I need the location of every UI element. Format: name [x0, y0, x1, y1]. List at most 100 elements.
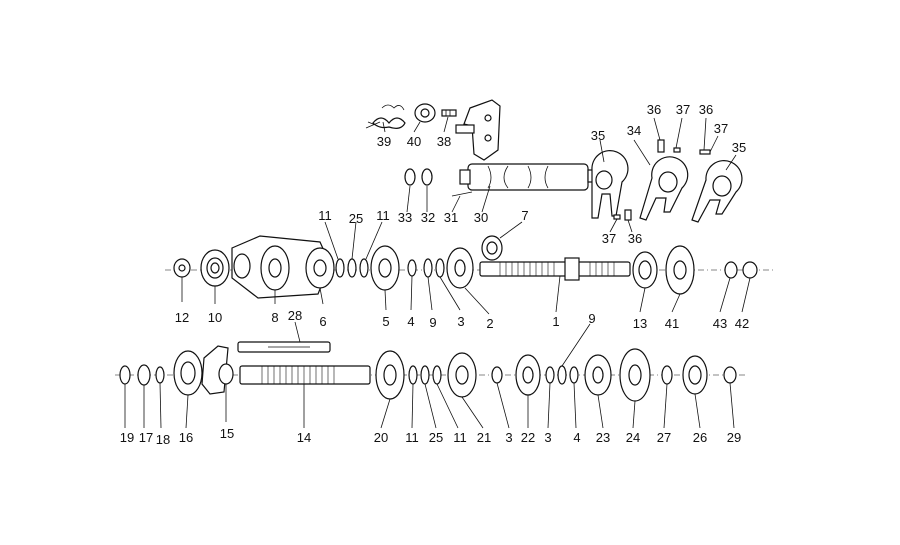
selector-fork-3	[691, 160, 743, 223]
selector-bracket	[455, 99, 501, 161]
gear-23	[584, 354, 612, 396]
shaft-28	[237, 341, 331, 353]
callout-39: 39	[377, 134, 391, 149]
callout-7: 7	[521, 208, 528, 223]
nut-12	[173, 258, 191, 278]
washer-3c	[545, 366, 555, 384]
main-shaft-1	[479, 257, 631, 281]
callout-31: 31	[444, 210, 458, 225]
washer-3a	[435, 258, 445, 278]
washer-4b	[569, 366, 579, 384]
callout-11c: 11	[405, 430, 419, 445]
callout-29: 29	[727, 430, 741, 445]
shim-11d	[432, 365, 442, 385]
callout-4b: 4	[573, 430, 580, 445]
callout-21: 21	[477, 430, 491, 445]
fork-pin-36b	[699, 149, 711, 155]
callout-13: 13	[633, 316, 647, 331]
fork-pin-37a	[673, 147, 681, 153]
callout-3c: 3	[544, 430, 551, 445]
callout-4a: 4	[407, 314, 414, 329]
callout-37a: 37	[676, 102, 690, 117]
gear-5	[370, 245, 400, 291]
ring-17	[137, 364, 151, 386]
callout-15: 15	[220, 426, 234, 441]
callout-25a: 25	[349, 211, 363, 226]
washer-32	[421, 168, 433, 186]
callout-34: 34	[627, 123, 641, 138]
callout-27: 27	[657, 430, 671, 445]
bearing-13	[632, 251, 658, 289]
callout-35b: 35	[732, 140, 746, 155]
bearing-16	[173, 350, 203, 396]
needle-bearing-7	[481, 235, 503, 261]
callout-40: 40	[407, 134, 421, 149]
washer-43	[724, 261, 738, 279]
bearing-cover-15	[201, 345, 234, 395]
selector-fork-2	[639, 156, 689, 221]
gear-2	[446, 247, 474, 289]
washer-3b	[491, 366, 503, 384]
callout-33: 33	[398, 210, 412, 225]
callout-3b: 3	[505, 430, 512, 445]
bearing-26	[682, 355, 708, 395]
callout-3a: 3	[457, 314, 464, 329]
callout-42: 42	[735, 316, 749, 331]
layshaft-14	[239, 365, 371, 385]
washer-33	[404, 168, 416, 186]
callout-17: 17	[139, 430, 153, 445]
callout-23: 23	[596, 430, 610, 445]
shim-25a	[347, 258, 357, 278]
nut-42	[742, 261, 758, 279]
bearing-10	[200, 249, 230, 287]
leader-lines	[124, 116, 751, 429]
callout-32: 32	[421, 210, 435, 225]
callout-14: 14	[297, 430, 311, 445]
layshaft-row	[115, 341, 745, 402]
washer-9a	[423, 258, 433, 278]
nut-29	[723, 366, 737, 384]
callout-16: 16	[179, 430, 193, 445]
callout-38: 38	[437, 134, 451, 149]
callout-labels: 39 40 38 35 34 36 37 36 37 35 33 32 31 3…	[120, 102, 749, 447]
callout-18: 18	[156, 432, 170, 447]
callout-12: 12	[175, 310, 189, 325]
callout-9b: 9	[588, 311, 595, 326]
gear-41	[665, 245, 695, 295]
callout-10: 10	[208, 310, 222, 325]
callout-37c: 37	[602, 231, 616, 246]
callout-43: 43	[713, 316, 727, 331]
gear-20	[375, 350, 405, 400]
callout-37b: 37	[714, 121, 728, 136]
gear-8	[260, 245, 290, 291]
callout-6: 6	[319, 314, 326, 329]
shim-11a	[335, 258, 345, 278]
callout-28: 28	[288, 308, 302, 323]
selector-drum	[459, 163, 611, 191]
callout-41: 41	[665, 316, 679, 331]
callout-36a: 36	[647, 102, 661, 117]
fork-pin-36c	[624, 209, 632, 221]
callout-30: 30	[474, 210, 488, 225]
gear-6	[305, 247, 335, 289]
shim-11b	[359, 258, 369, 278]
callout-11a: 11	[318, 208, 332, 223]
callout-5: 5	[382, 314, 389, 329]
selector-bush	[414, 103, 436, 123]
washer-27	[661, 365, 673, 385]
callout-36b: 36	[699, 102, 713, 117]
callout-1: 1	[552, 314, 559, 329]
callout-36c: 36	[628, 231, 642, 246]
selector-fork-1	[591, 150, 629, 219]
callout-2: 2	[486, 316, 493, 331]
callout-35a: 35	[591, 128, 605, 143]
fork-pin-37b	[613, 214, 621, 220]
callout-11d: 11	[453, 430, 467, 445]
callout-25b: 25	[429, 430, 443, 445]
callout-26: 26	[693, 430, 707, 445]
washer-9b	[557, 365, 567, 385]
selector-assembly	[365, 99, 743, 223]
callout-19: 19	[120, 430, 134, 445]
callout-8: 8	[271, 310, 278, 325]
